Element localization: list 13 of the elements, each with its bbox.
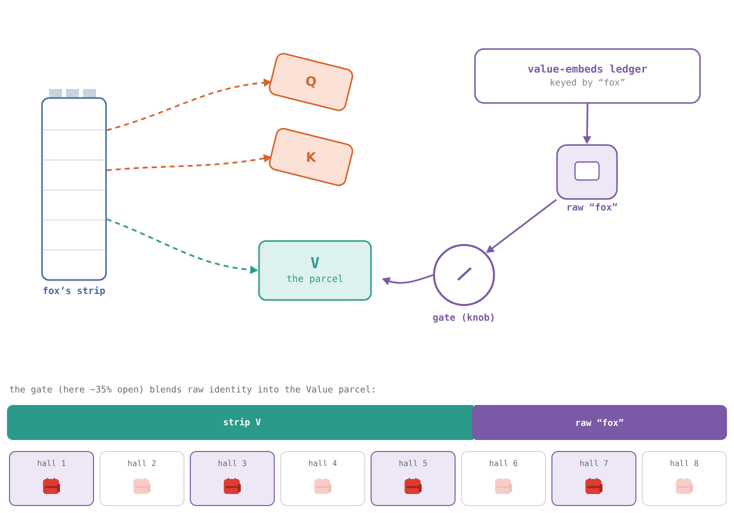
node-label: gate (knob) xyxy=(433,314,494,323)
key-box: Q xyxy=(268,52,354,112)
strip-bar: strip V xyxy=(7,405,477,440)
gate-knob: gate (knob) xyxy=(433,244,495,323)
raw-bar: raw “fox” xyxy=(472,405,727,440)
caption-text: the gate (here ~35% open) blends raw identity into the Value parcel: xyxy=(10,386,374,394)
ledger-box: value-embeds ledger keyed by “fox” xyxy=(474,48,701,104)
strip-drawing: fox’s strip xyxy=(41,89,107,296)
node-label: fox’s strip xyxy=(43,286,105,296)
node-label: raw “fox” xyxy=(568,203,617,211)
token-box: raw “fox” xyxy=(556,144,618,211)
key-box: K xyxy=(268,128,354,186)
value-box: V the parcel xyxy=(258,240,372,301)
